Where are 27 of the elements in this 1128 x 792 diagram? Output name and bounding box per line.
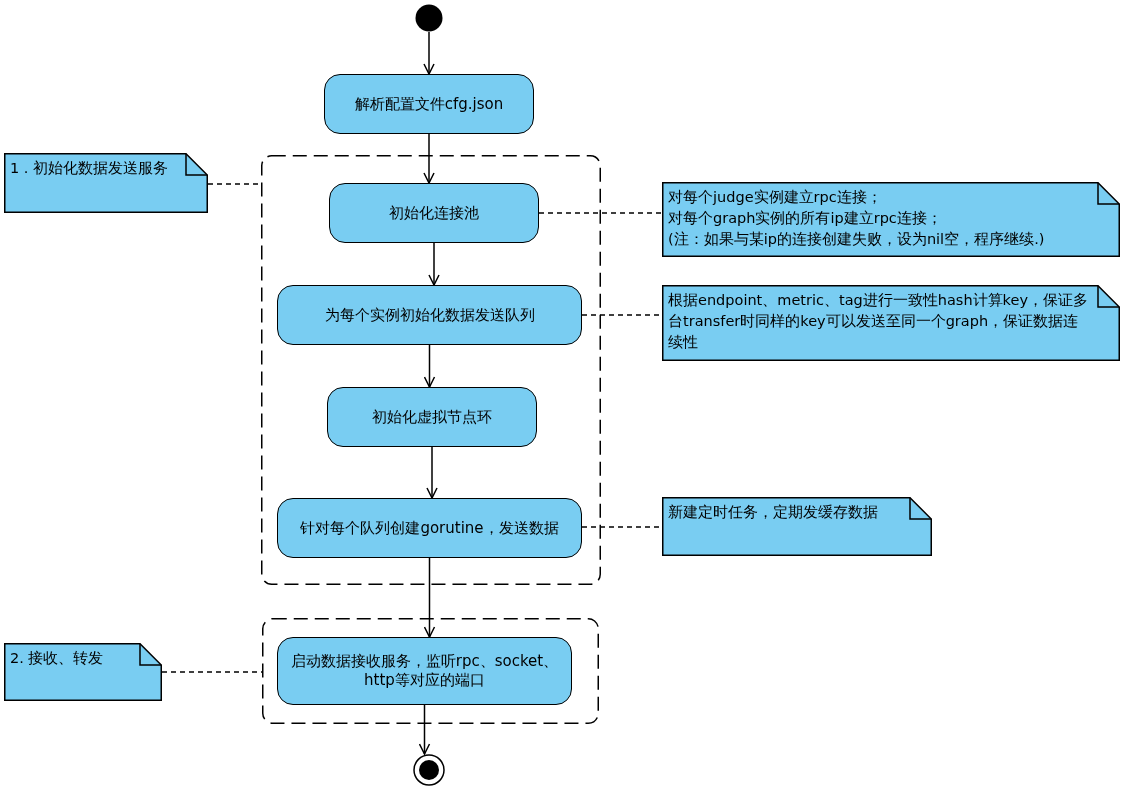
note-text: 对每个judge实例建立rpc连接；: [668, 188, 883, 207]
note-text: 新建定时任务，定期发缓存数据: [668, 503, 879, 522]
activity-box: 为每个实例初始化数据发送队列: [277, 285, 582, 345]
arrow: [423, 31, 435, 75]
activity-box: 解析配置文件cfg.json: [324, 74, 534, 134]
note: [4, 643, 162, 701]
activity-box: 初始化虚拟节点环: [327, 387, 537, 447]
arrow: [423, 344, 436, 388]
dashed-connector: [161, 671, 263, 673]
note-text: 根据endpoint、metric、tag进行一致性hash计算key，保证多台transfer时同样的key可以发送至同一个graph，保证数据连续性: [668, 291, 1089, 353]
arrow: [428, 242, 440, 286]
note-text: (注：如果与某ip的连接创建失败，设为nil空，程序继续.): [668, 230, 1046, 250]
activity-box: 初始化连接池: [329, 183, 539, 243]
arrow: [423, 133, 435, 184]
note-text: 1 . 初始化数据发送服务: [10, 159, 170, 178]
dashed-connector: [538, 212, 663, 214]
note-text: 2. 接收、转发: [10, 649, 105, 668]
note: [4, 153, 208, 213]
note: [662, 497, 932, 556]
arrow: [426, 446, 438, 499]
note-text: 对每个graph实例的所有ip建立rpc连接；: [668, 209, 943, 228]
activity-box: 启动数据接收服务，监听rpc、socket、http等对应的端口: [277, 637, 572, 705]
activity-box: 针对每个队列创建gorutine，发送数据: [277, 498, 582, 558]
note: [662, 182, 1120, 257]
note: [662, 285, 1120, 361]
arrow: [423, 557, 436, 638]
arrow: [418, 704, 431, 755]
